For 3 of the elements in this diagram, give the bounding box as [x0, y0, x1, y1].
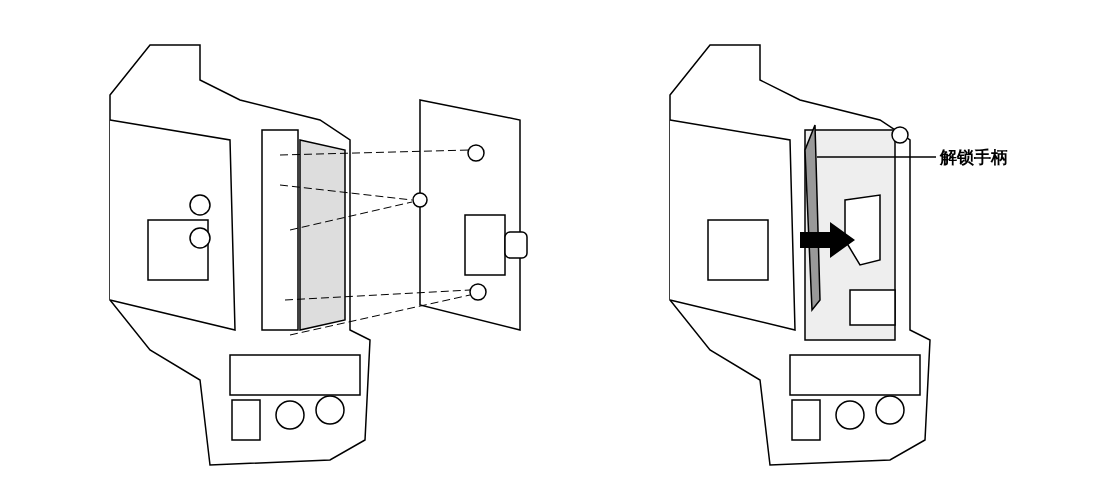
callout-label: 解锁手柄 [940, 146, 1008, 169]
leader-line [816, 156, 937, 158]
release-lever [804, 124, 821, 313]
